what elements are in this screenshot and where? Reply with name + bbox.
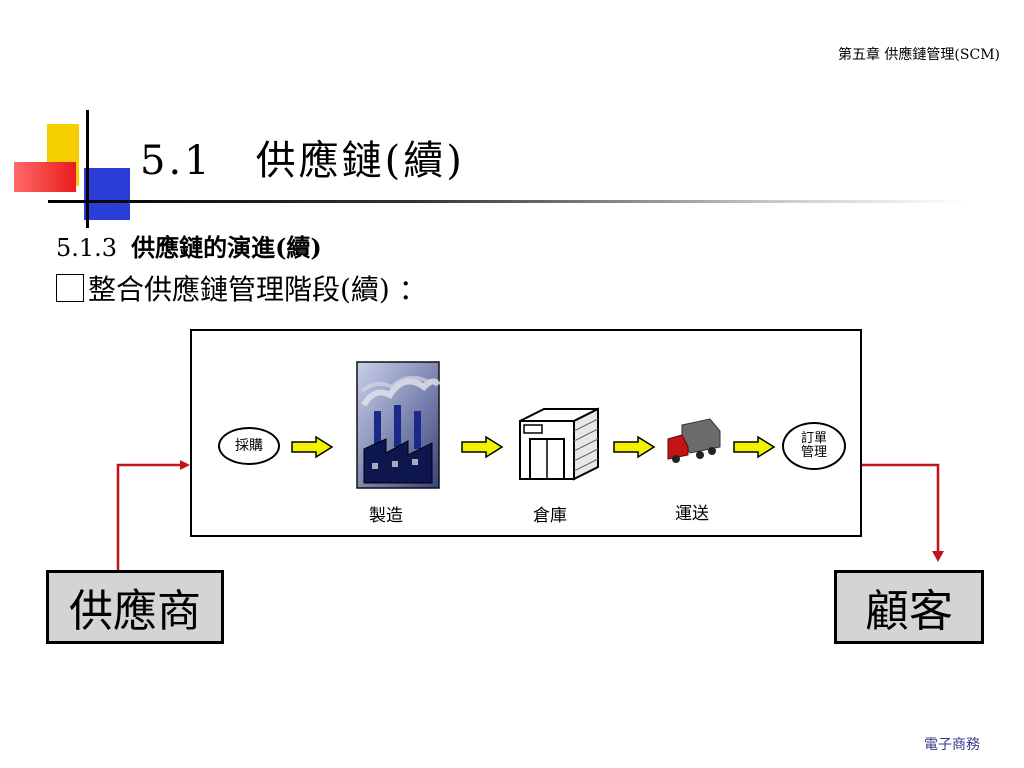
customer-box: 顧客 — [834, 570, 984, 644]
supplier-label: 供應商 — [69, 586, 201, 637]
procurement-node: 採購 — [218, 427, 280, 465]
procurement-label: 採購 — [235, 438, 263, 454]
truck-icon — [667, 418, 721, 463]
section-heading: 5.1.3 供應鏈的演進(續) — [56, 228, 322, 263]
factory-icon — [356, 361, 440, 489]
shipping-label: 運送 — [675, 504, 709, 524]
order-management-node: 訂單管理 — [782, 422, 846, 470]
red-arrowhead-icon — [932, 551, 944, 562]
customer-label: 顧客 — [865, 586, 953, 637]
section-title: 供應鏈的演進(續) — [131, 233, 322, 262]
page-title: 5.1 供應鏈(續) — [140, 138, 465, 184]
red-arrowhead-icon — [180, 460, 190, 470]
bullet-line: 整合供應鏈管理階段(續) ： — [56, 268, 427, 308]
bullet-box-icon — [56, 274, 84, 302]
warehouse-icon — [519, 407, 599, 481]
manufacturing-label: 製造 — [369, 506, 403, 526]
supplier-box: 供應商 — [46, 570, 224, 644]
order-management-label: 訂單管理 — [800, 431, 827, 460]
yellow-arrow-icon — [291, 435, 334, 459]
customer-connector — [862, 463, 940, 552]
warehouse-label: 倉庫 — [533, 506, 567, 526]
yellow-arrow-icon — [613, 435, 656, 459]
section-number: 5.1.3 — [56, 234, 118, 262]
yellow-arrow-icon — [461, 435, 504, 459]
footer-course-name: 電子商務 — [924, 737, 980, 753]
supplier-connector — [116, 463, 182, 570]
yellow-arrow-icon — [733, 435, 776, 459]
chapter-header: 第五章 供應鏈管理(SCM) — [837, 47, 1000, 63]
supply-chain-flow-box: 採購 訂單管理 製造 倉庫 運送 — [190, 329, 862, 537]
bullet-text: 整合供應鏈管理階段(續) ： — [88, 273, 427, 306]
